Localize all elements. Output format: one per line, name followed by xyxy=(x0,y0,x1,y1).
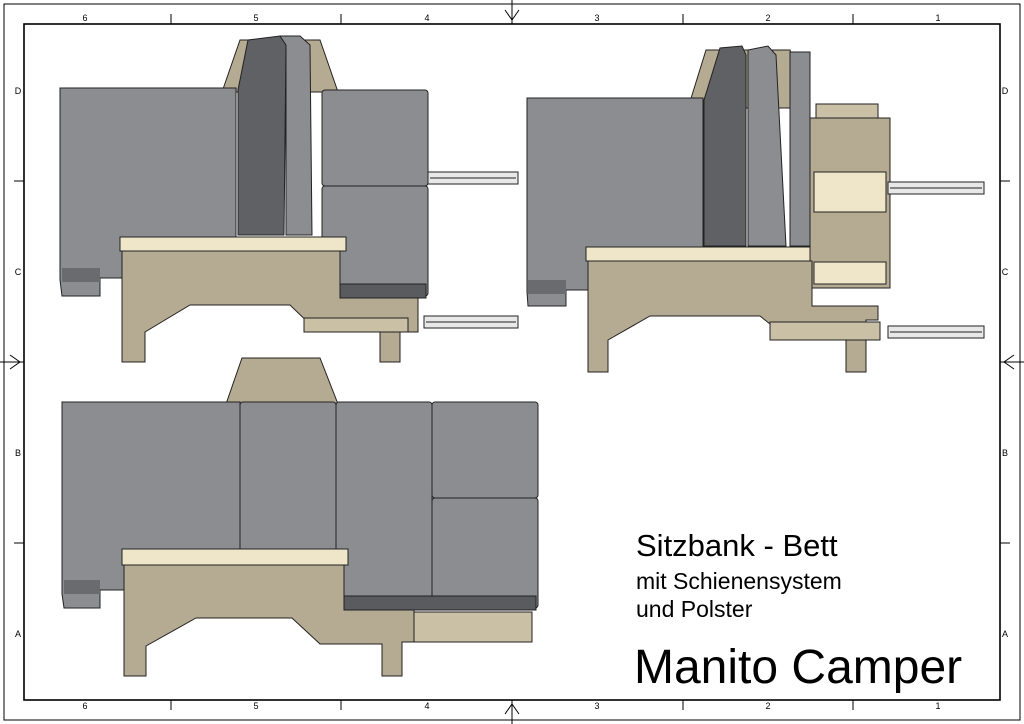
brand-name: Manito Camper xyxy=(634,641,963,694)
backrest-board xyxy=(225,357,339,405)
column-label-bottom: 6 xyxy=(82,701,87,711)
row-label-right: B xyxy=(1002,448,1008,458)
row-label-right: D xyxy=(1002,86,1009,96)
column-label-top: 5 xyxy=(253,13,258,23)
column-label-top: 6 xyxy=(82,13,87,23)
column-label-bottom: 3 xyxy=(594,701,599,711)
column-label-top: 2 xyxy=(765,13,770,23)
slide-rail xyxy=(423,171,519,329)
view-seat-position xyxy=(59,35,519,363)
zone-labels: 6 5 4 3 2 1 6 5 4 3 2 1 D C B A D C B A xyxy=(15,13,1009,711)
seat-cushion xyxy=(321,89,429,187)
base-frame xyxy=(587,260,879,373)
slide-rail xyxy=(887,181,985,339)
slide-rail xyxy=(413,611,533,643)
column-label-bottom: 5 xyxy=(253,701,258,711)
base-frame xyxy=(123,564,415,677)
back-cushion xyxy=(279,35,313,236)
bed-cushion xyxy=(431,497,539,609)
seat-board xyxy=(121,548,349,566)
row-label-left: C xyxy=(15,267,22,277)
row-label-right: A xyxy=(1002,629,1008,639)
column-label-top: 3 xyxy=(594,13,599,23)
column-label-top: 1 xyxy=(935,13,940,23)
seat-board xyxy=(585,246,811,262)
bed-cushion xyxy=(335,401,433,609)
view-bed-position xyxy=(61,357,539,677)
seat-board xyxy=(119,236,347,252)
drawing-subtitle: mit Schienensystem xyxy=(636,568,842,594)
drawing-subtitle: und Polster xyxy=(636,596,753,622)
back-cushion xyxy=(789,51,811,247)
row-label-left: B xyxy=(15,448,21,458)
column-label-bottom: 2 xyxy=(765,701,770,711)
row-label-left: A xyxy=(15,629,21,639)
row-label-left: D xyxy=(15,86,22,96)
column-label-bottom: 4 xyxy=(424,701,429,711)
back-cushion xyxy=(747,45,787,247)
back-cushion xyxy=(237,35,287,236)
base-frame xyxy=(121,250,419,363)
view-partially-extended xyxy=(526,45,985,373)
drawing-title: Sitzbank - Bett xyxy=(636,528,838,563)
column-label-bottom: 1 xyxy=(935,701,940,711)
bed-cushion xyxy=(431,401,539,499)
row-label-right: C xyxy=(1002,267,1009,277)
column-label-top: 4 xyxy=(424,13,429,23)
back-cushion xyxy=(703,45,747,247)
